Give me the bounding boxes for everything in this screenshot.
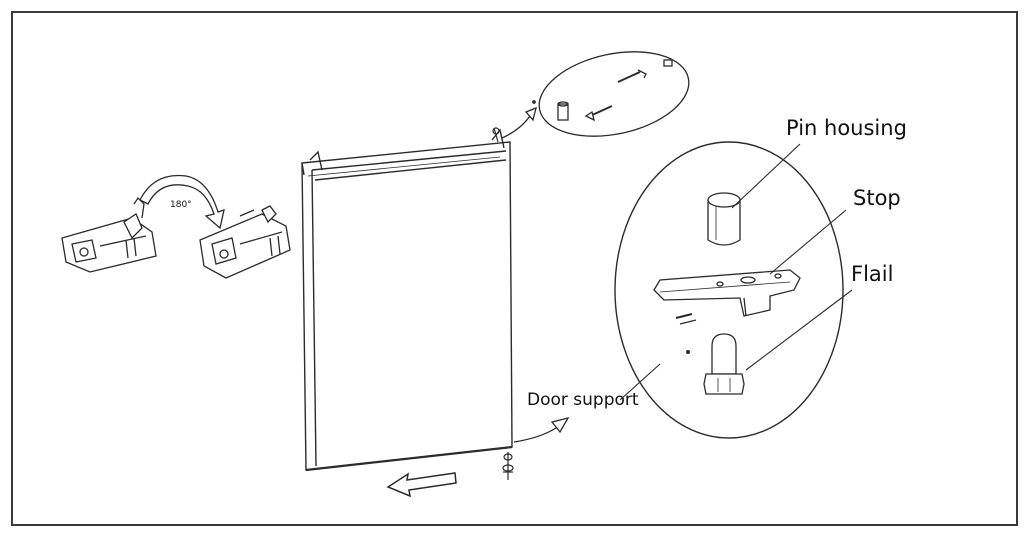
leader-lines [619,143,853,401]
leader-stop [769,209,847,275]
top-callout [532,51,690,137]
flail-part [703,333,745,395]
pin-housing-part [707,192,741,246]
top-hinge-pin [492,127,500,143]
rotation-label: 180° [170,200,192,210]
stop-label: Stop [853,186,901,210]
small-screw [675,313,697,355]
leader-door-support [619,363,661,401]
stop-part [653,269,801,317]
bottom-hinge [502,452,514,480]
callout-arrow-top [501,106,537,139]
slide-arrow [386,472,457,498]
pin-housing-label: Pin housing [786,116,907,140]
leader-pin-housing [731,143,801,209]
door-panel [301,128,513,472]
flail-label: Flail [851,262,894,286]
outer-frame [11,11,1018,526]
rotation-arrow [139,174,225,230]
left-hinge-bracket [61,196,157,273]
door-support-arrow [513,416,570,443]
door-support-label: Door support [527,390,639,410]
leader-flail [745,289,853,371]
right-hinge-bracket [199,205,291,279]
